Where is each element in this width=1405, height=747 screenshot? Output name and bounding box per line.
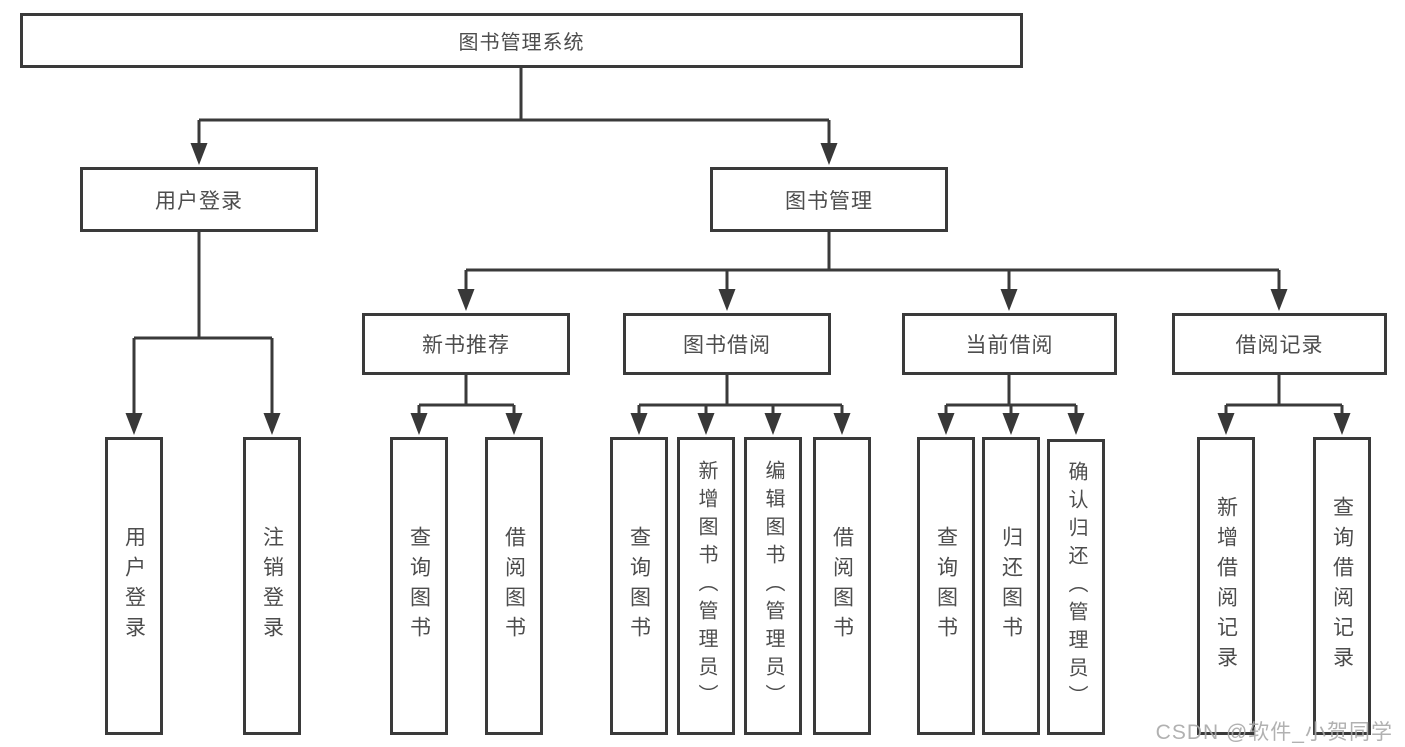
leaf-user-login-label: 用户登录: [122, 526, 146, 646]
leaf-newbook-search-books-label: 查询图书: [407, 526, 431, 646]
leaf-record-add-borrow-record: 新增借阅记录: [1197, 437, 1255, 735]
node-book-management: 图书管理: [710, 167, 948, 232]
leaf-logout-login: 注销登录: [243, 437, 301, 735]
node-new-book-recommend: 新书推荐: [362, 313, 570, 375]
node-book-management-label: 图书管理: [785, 189, 873, 213]
node-user-login: 用户登录: [80, 167, 318, 232]
leaf-borrow-edit-books-admin: 编辑图书（管理员）: [744, 437, 802, 735]
node-current-borrow-label: 当前借阅: [965, 334, 1054, 357]
leaf-record-search-borrow-record-label: 查询借阅记录: [1330, 496, 1354, 676]
leaf-newbook-search-books: 查询图书: [390, 437, 448, 735]
leaf-newbook-borrow-books: 借阅图书: [485, 437, 543, 735]
node-book-borrow-label: 图书借阅: [683, 334, 771, 357]
node-current-borrow: 当前借阅: [902, 313, 1117, 375]
node-borrow-record-label: 借阅记录: [1235, 334, 1324, 357]
leaf-current-search-books-label: 查询图书: [934, 526, 958, 646]
leaf-borrow-add-books-admin-label: 新增图书（管理员）: [695, 460, 717, 712]
leaf-logout-login-label: 注销登录: [260, 526, 284, 646]
node-book-borrow: 图书借阅: [623, 313, 831, 375]
leaf-current-return-books-label: 归还图书: [999, 526, 1023, 646]
leaf-borrow-borrow-books-label: 借阅图书: [830, 526, 854, 646]
leaf-record-search-borrow-record: 查询借阅记录: [1313, 437, 1371, 735]
node-borrow-record: 借阅记录: [1172, 313, 1387, 375]
leaf-record-add-borrow-record-label: 新增借阅记录: [1214, 496, 1238, 676]
leaf-newbook-borrow-books-label: 借阅图书: [502, 526, 526, 646]
node-root: 图书管理系统: [20, 13, 1023, 68]
leaf-borrow-search-books: 查询图书: [610, 437, 668, 735]
leaf-current-search-books: 查询图书: [917, 437, 975, 735]
leaf-borrow-add-books-admin: 新增图书（管理员）: [677, 437, 735, 735]
leaf-borrow-search-books-label: 查询图书: [627, 526, 651, 646]
leaf-borrow-edit-books-admin-label: 编辑图书（管理员）: [762, 460, 784, 712]
node-root-label: 图书管理系统: [458, 32, 585, 54]
watermark: CSDN @软件_小贺同学: [1155, 721, 1393, 744]
leaf-borrow-borrow-books: 借阅图书: [813, 437, 871, 735]
leaf-current-return-books: 归还图书: [982, 437, 1040, 735]
leaf-current-confirm-return-admin-label: 确认归还（管理员）: [1065, 461, 1087, 713]
node-user-login-label: 用户登录: [155, 189, 243, 213]
leaf-current-confirm-return-admin: 确认归还（管理员）: [1047, 439, 1105, 735]
node-new-book-recommend-label: 新书推荐: [422, 334, 510, 357]
leaf-user-login: 用户登录: [105, 437, 163, 735]
